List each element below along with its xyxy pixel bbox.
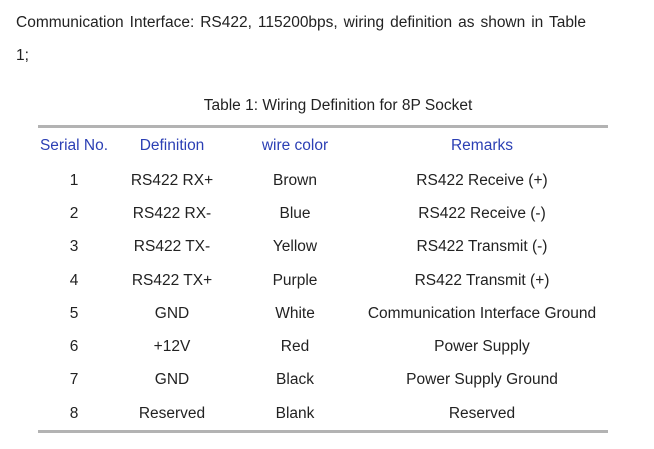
cell-serial-no: 3: [69, 238, 79, 256]
cell-serial-no: 8: [69, 404, 79, 422]
table-row: 8 Reserved Blank Reserved: [38, 397, 608, 432]
cell-wire-color: Blank: [275, 404, 315, 422]
cell-remarks: Power Supply Ground: [406, 371, 558, 389]
cell-wire-color: Blue: [279, 204, 311, 222]
cell-serial-no: 2: [69, 204, 79, 222]
cell-remarks: RS422 Transmit (-): [416, 238, 548, 256]
cell-wire-color: Yellow: [272, 238, 318, 256]
intro-paragraph: Communication Interface: RS422, 115200bp…: [16, 14, 586, 64]
header-wire-color: wire color: [261, 137, 329, 154]
cell-remarks: Communication Interface Ground: [367, 304, 597, 322]
table-row: 1 RS422 RX+ Brown RS422 Receive (+): [38, 164, 608, 197]
cell-serial-no: 5: [69, 304, 79, 322]
cell-wire-color: Brown: [273, 171, 317, 189]
cell-remarks: Power Supply: [434, 338, 530, 356]
table-header-row: Serial No. Definition wire color Remarks: [38, 126, 608, 165]
cell-definition: +12V: [153, 338, 191, 356]
table-caption: Table 1: Wiring Definition for 8P Socket: [203, 97, 473, 114]
header-remarks: Remarks: [450, 137, 513, 154]
cell-serial-no: 7: [69, 371, 79, 389]
cell-serial-no: 6: [69, 338, 79, 356]
table-row: 5 GND White Communication Interface Grou…: [38, 297, 608, 330]
table-row: 7 GND Black Power Supply Ground: [38, 364, 608, 397]
cell-definition: RS422 TX-: [133, 238, 211, 256]
header-serial-no: Serial No.: [39, 137, 109, 154]
cell-serial-no: 1: [69, 171, 79, 189]
table-row: 6 +12V Red Power Supply: [38, 330, 608, 363]
cell-definition: Reserved: [138, 404, 206, 422]
wiring-table: Serial No. Definition wire color Remarks…: [38, 125, 608, 433]
table-row: 4 RS422 TX+ Purple RS422 Transmit (+): [38, 264, 608, 297]
cell-definition: RS422 TX+: [131, 271, 213, 289]
table-row: 3 RS422 TX- Yellow RS422 Transmit (-): [38, 231, 608, 264]
cell-definition: RS422 RX+: [130, 171, 214, 189]
cell-remarks: Reserved: [448, 404, 516, 422]
cell-serial-no: 4: [69, 271, 79, 289]
cell-wire-color: Red: [280, 338, 310, 356]
cell-definition: RS422 RX-: [132, 204, 212, 222]
cell-remarks: RS422 Transmit (+): [414, 271, 550, 289]
cell-definition: GND: [154, 304, 190, 322]
cell-wire-color: White: [275, 304, 315, 322]
cell-wire-color: Black: [276, 371, 314, 389]
header-definition: Definition: [139, 137, 205, 154]
cell-definition: GND: [154, 371, 190, 389]
table-row: 2 RS422 RX- Blue RS422 Receive (-): [38, 197, 608, 230]
cell-remarks: RS422 Receive (+): [416, 171, 548, 189]
cell-wire-color: Purple: [272, 271, 318, 289]
cell-remarks: RS422 Receive (-): [418, 204, 546, 222]
